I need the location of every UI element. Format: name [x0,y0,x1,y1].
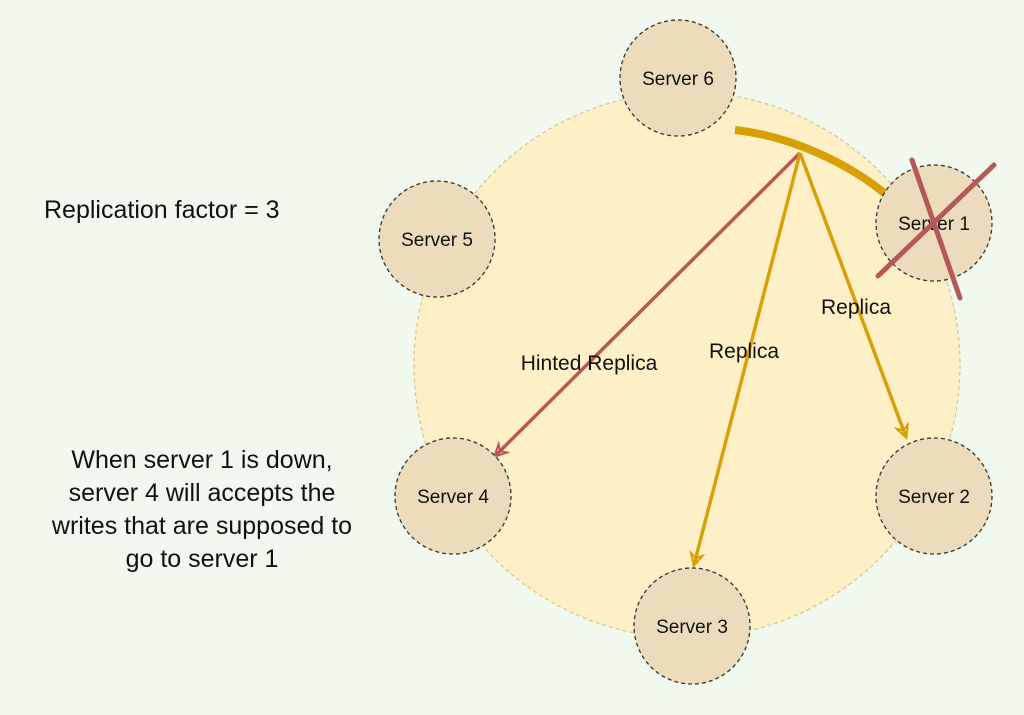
server-4-node: Server 4 [394,437,512,555]
hinted-replica-arrow [495,151,802,456]
key-range-arc [734,126,893,202]
server-2-node: Server 2 [875,437,993,555]
server-4-circle [394,437,512,555]
server-2-circle [875,437,993,555]
server-1-node: Server 1 [875,157,997,301]
server-2-label: Server 2 [898,487,970,508]
replication-factor-text: Replication factor = 3 [44,196,280,224]
note-line: writes that are supposed to [51,512,353,540]
hinted-handoff-note: When server 1 is down, server 4 will acc… [22,444,382,576]
server-4-label: Server 4 [417,487,489,508]
hinted-replica-label: Hinted Replica [521,352,658,375]
server-6-node: Server 6 [619,19,737,137]
server-3-label: Server 3 [656,617,728,638]
server-5-circle [378,180,496,298]
replica-arrow-server-2 [798,152,906,437]
server-3-circle [633,567,751,685]
note-line: server 4 will accepts the [68,479,336,507]
server-5-node: Server 5 [378,180,496,298]
replica-label-server-3: Replica [709,340,779,363]
server-1-failure-cross-b [875,162,997,279]
note-line: go to server 1 [125,545,279,573]
server-6-circle [619,19,737,137]
server-3-node: Server 3 [633,567,751,685]
server-6-label: Server 6 [642,69,714,90]
replica-label-server-2: Replica [821,296,891,319]
server-5-label: Server 5 [401,230,473,251]
note-line: When server 1 is down, [71,446,333,474]
server-1-failure-cross-a [909,157,963,301]
replica-arrow-server-3 [694,152,802,565]
